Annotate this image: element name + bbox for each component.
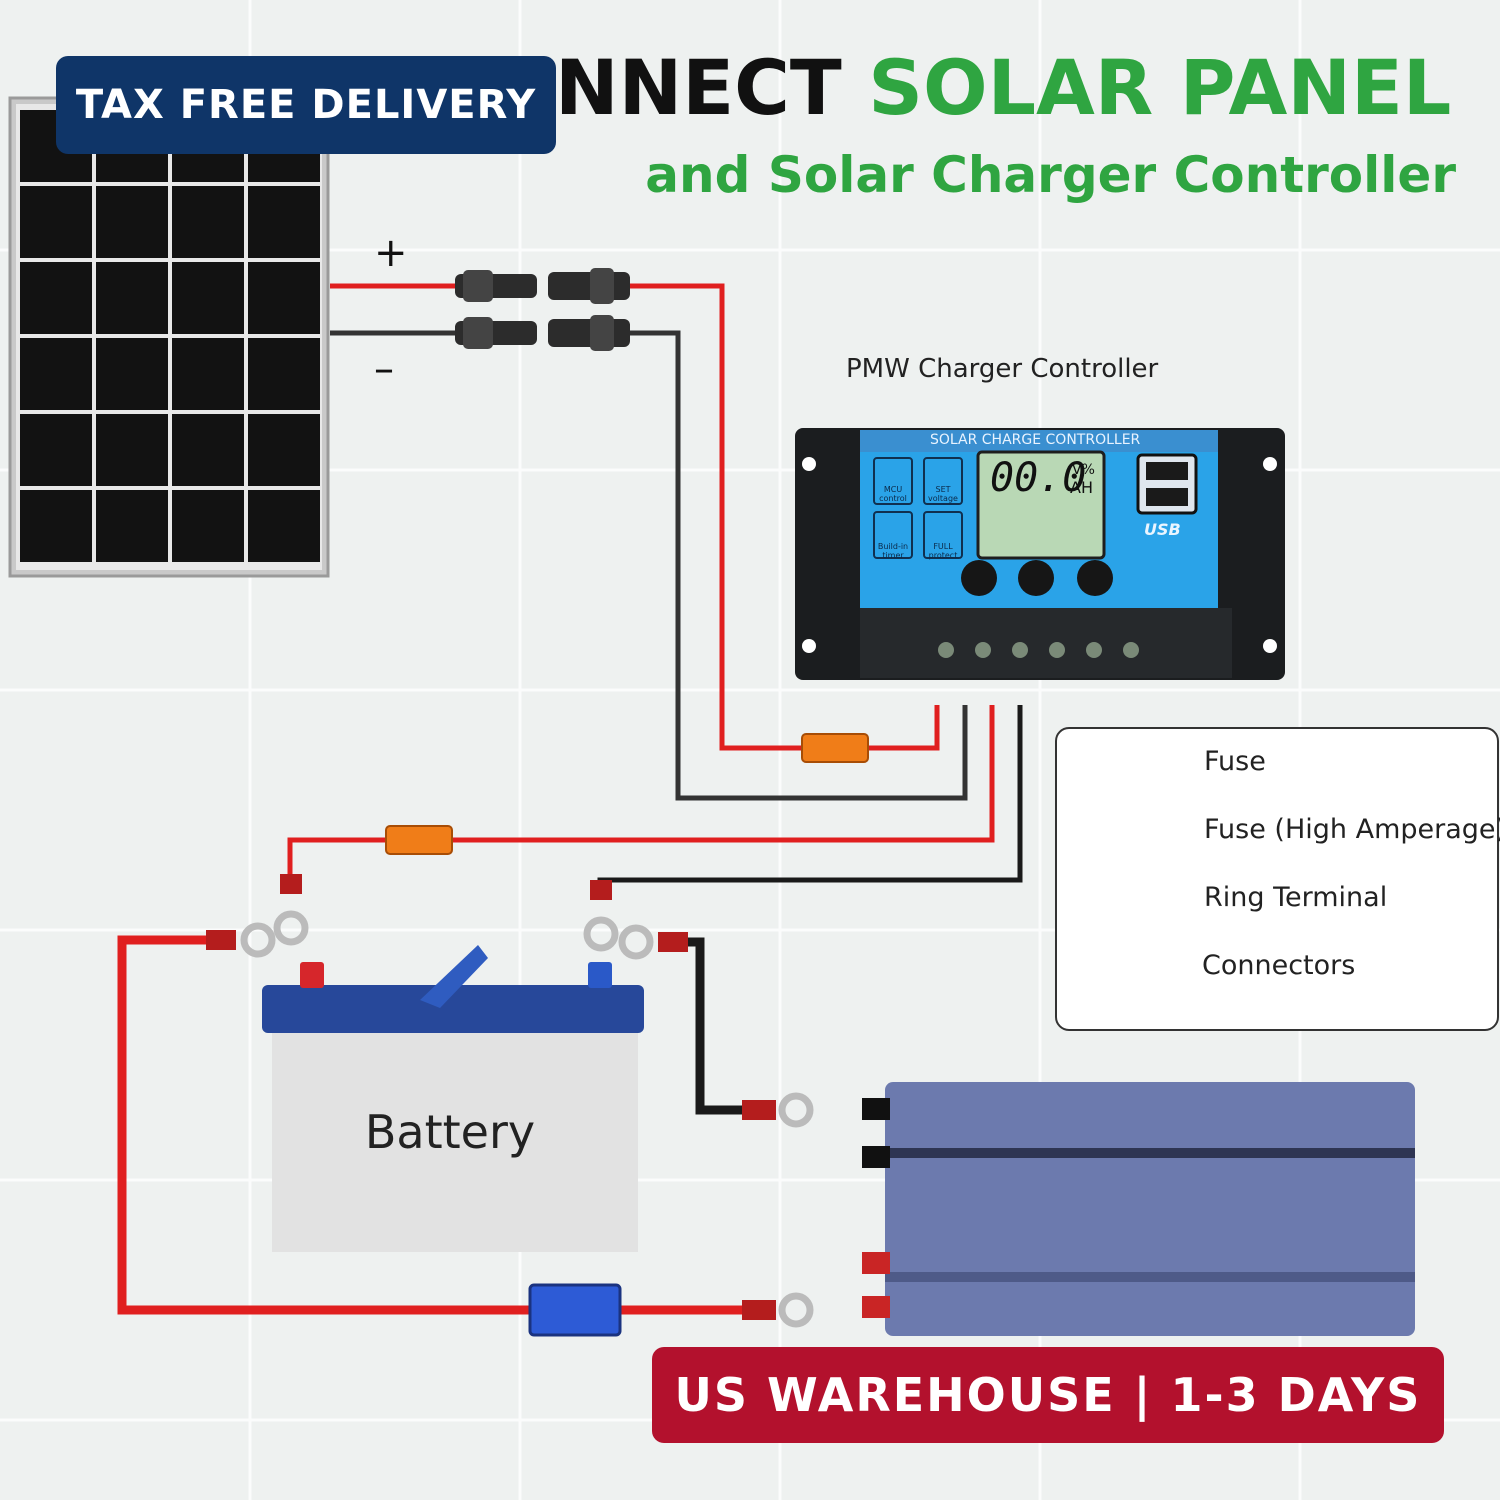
battery-label: Battery — [364, 1105, 536, 1159]
panel-plus-label: + — [374, 230, 408, 276]
controller-label: PMW Charger Controller — [846, 354, 1159, 384]
solar-cell — [96, 490, 168, 562]
solar-cell — [20, 414, 92, 486]
controller-terminals — [938, 642, 1139, 658]
fuse-panel-line — [801, 733, 869, 763]
warehouse-badge: US WAREHOUSE | 1-3 DAYS — [652, 1347, 1444, 1443]
legend — [1055, 727, 1499, 1031]
solar-cell — [248, 490, 320, 562]
protect-label: FULL protect — [928, 542, 958, 560]
solar-cell — [20, 490, 92, 562]
legend-connectors: Connectors — [1202, 950, 1356, 981]
controller-output-wires — [287, 705, 1023, 900]
solar-cell — [248, 186, 320, 258]
timer-label: Build-in timer — [877, 542, 909, 560]
mcu-control-label: MCU control — [879, 485, 907, 503]
solar-cell — [96, 186, 168, 258]
solar-cell — [96, 414, 168, 486]
usb-label: USB — [1144, 520, 1181, 539]
panel-wires — [330, 283, 968, 801]
charge-controller — [795, 428, 1285, 680]
page-title: NNECT SOLAR PANEL — [555, 40, 1451, 136]
solar-cell — [96, 338, 168, 410]
solar-cell — [20, 262, 92, 334]
solar-cell — [172, 414, 244, 486]
solar-cell — [172, 490, 244, 562]
fuse-battery-line — [385, 825, 453, 855]
legend-fuse-high: Fuse (High Amperage) — [1204, 814, 1500, 845]
solar-cell — [172, 186, 244, 258]
page-subtitle: and Solar Charger Controller — [645, 146, 1456, 204]
mc4-connector-pair-positive — [455, 268, 630, 304]
solar-panel — [8, 96, 330, 578]
solar-cell — [96, 262, 168, 334]
set-voltage-label: SET voltage — [928, 485, 958, 503]
title-connect: NNECT — [555, 43, 842, 132]
solar-cell — [248, 414, 320, 486]
inverter — [862, 1082, 1415, 1336]
controller-units-bottom: AH — [1070, 478, 1093, 497]
fuse-high-amperage — [528, 1283, 622, 1337]
ring-terminals-battery — [206, 874, 688, 960]
inverter-wires — [117, 935, 745, 1315]
controller-units-top: V% — [1072, 462, 1095, 478]
mc4-connector-pair-negative — [455, 315, 630, 351]
tax-free-badge: TAX FREE DELIVERY — [56, 56, 556, 154]
solar-cell — [20, 338, 92, 410]
title-solar-panel: SOLAR PANEL — [868, 43, 1452, 132]
solar-cell — [172, 338, 244, 410]
controller-display-value: 00.0 — [990, 455, 1087, 501]
battery — [262, 945, 644, 1252]
ring-terminals-inverter — [742, 1092, 814, 1328]
panel-minus-label: – — [374, 346, 394, 392]
inverter-terminals — [862, 1098, 890, 1318]
solar-cell — [248, 338, 320, 410]
solar-cell — [172, 262, 244, 334]
controller-header: SOLAR CHARGE CONTROLLER — [930, 432, 1141, 448]
legend-ring-terminal: Ring Terminal — [1204, 882, 1388, 913]
solar-cell — [248, 262, 320, 334]
legend-fuse: Fuse — [1204, 746, 1266, 777]
solar-cell — [20, 186, 92, 258]
